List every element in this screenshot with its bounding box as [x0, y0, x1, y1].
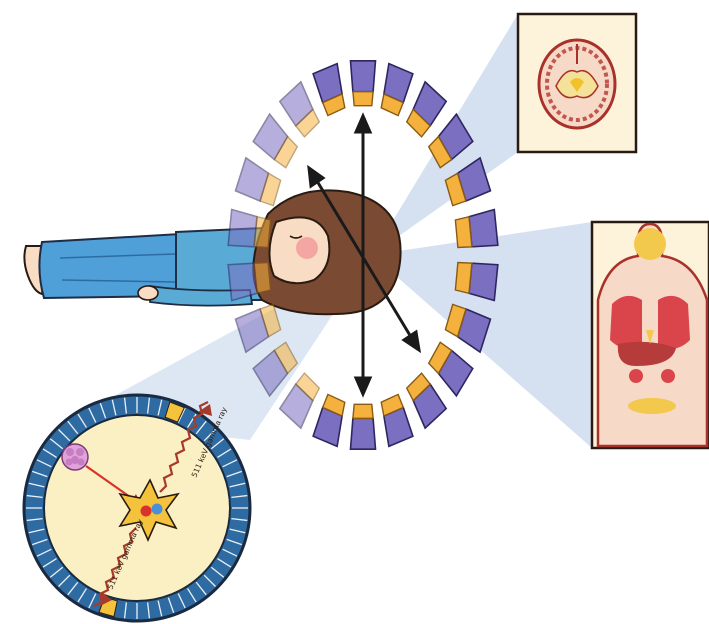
detector-crystal [353, 404, 373, 418]
brain-axial-scan-icon [539, 40, 615, 128]
detector-block [469, 209, 498, 246]
radioactive-nucleus-icon [62, 444, 88, 470]
detector-block [350, 61, 375, 92]
patient [24, 190, 400, 314]
arrowhead-lower-right [404, 332, 419, 350]
patient-cheek [296, 237, 318, 259]
detector-crystal [254, 217, 270, 248]
detector-block [350, 418, 375, 449]
detector-block [228, 209, 257, 246]
body-scan-panel [592, 222, 709, 448]
detector-block [469, 263, 498, 300]
arrowhead-bottom [356, 378, 370, 394]
patient-hand [138, 286, 158, 300]
brain-scan-panel [518, 14, 636, 152]
detector-crystal [455, 217, 471, 248]
arrowhead-top [356, 116, 370, 132]
detector-crystal [455, 262, 471, 293]
detector-block [228, 263, 257, 300]
detector-crystal [353, 92, 373, 106]
annihilation-detail-circle: 511 keV gamma ray 511 keV gamma ray [24, 395, 250, 621]
detector-crystal [254, 262, 270, 293]
arrowhead-upper-left [309, 168, 323, 186]
